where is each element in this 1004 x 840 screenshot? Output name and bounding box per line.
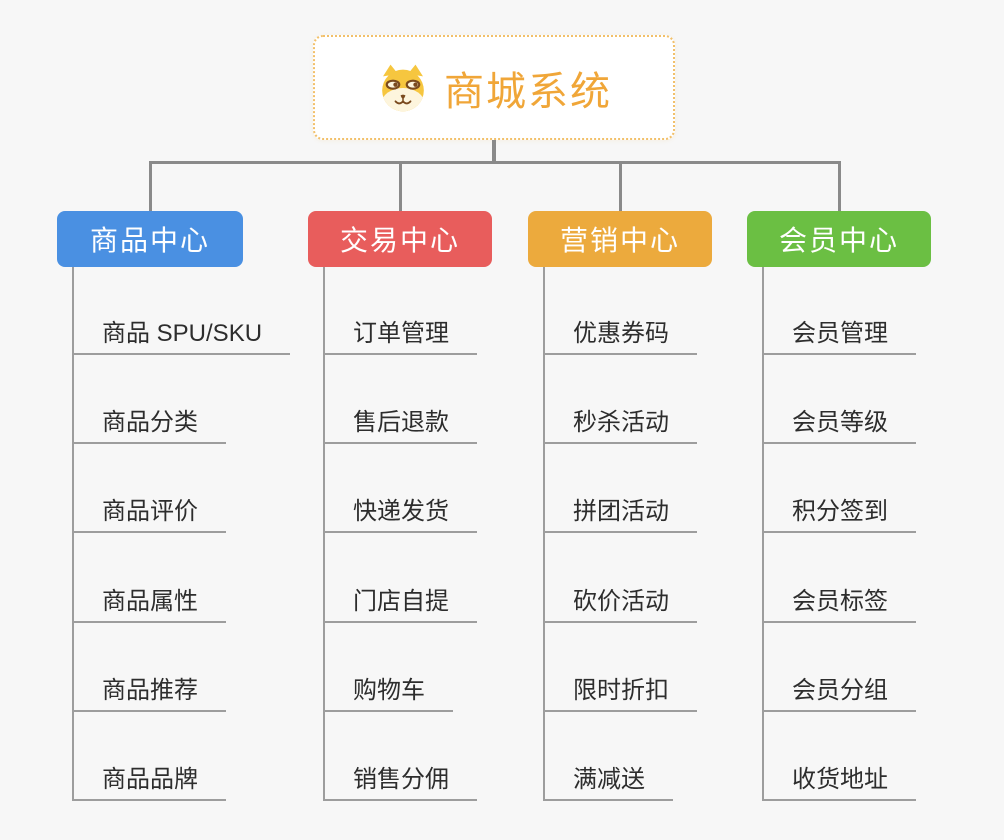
- leaf-node[interactable]: 购物车: [323, 677, 453, 712]
- connector-bus: [148, 161, 841, 164]
- connector-drop-2: [618, 164, 622, 211]
- leaf-node[interactable]: 商品品牌: [72, 767, 226, 801]
- connector-drop-1: [398, 164, 402, 211]
- branch-spine-3: [762, 267, 764, 801]
- leaf-node[interactable]: 砍价活动: [543, 588, 697, 623]
- leaf-node[interactable]: 限时折扣: [543, 677, 697, 712]
- leaf-node[interactable]: 快递发货: [323, 499, 477, 534]
- branch-spine-2: [543, 267, 545, 801]
- leaf-node[interactable]: 会员分组: [762, 677, 916, 712]
- leaf-node[interactable]: 会员标签: [762, 588, 916, 623]
- branch-node-0[interactable]: 商品中心: [57, 211, 243, 267]
- leaf-node[interactable]: 会员管理: [762, 321, 916, 355]
- root-node[interactable]: 商城系统: [313, 35, 675, 140]
- branch-spine-1: [323, 267, 325, 801]
- branch-node-2[interactable]: 营销中心: [528, 211, 712, 267]
- leaf-node[interactable]: 秒杀活动: [543, 410, 697, 445]
- leaf-node[interactable]: 门店自提: [323, 588, 477, 623]
- leaf-node[interactable]: 拼团活动: [543, 499, 697, 534]
- leaf-node[interactable]: 商品推荐: [72, 677, 226, 712]
- leaf-node[interactable]: 商品 SPU/SKU: [72, 321, 291, 355]
- leaf-node[interactable]: 商品分类: [72, 410, 226, 445]
- shiba-dog-icon: [382, 64, 424, 111]
- branch-node-1[interactable]: 交易中心: [308, 211, 492, 267]
- branch-node-3[interactable]: 会员中心: [747, 211, 931, 267]
- leaf-node[interactable]: 积分签到: [762, 499, 916, 534]
- connector-root-stem: [492, 140, 496, 164]
- leaf-node[interactable]: 售后退款: [323, 410, 477, 445]
- leaf-node[interactable]: 商品评价: [72, 499, 226, 534]
- branch-spine-0: [72, 267, 74, 801]
- leaf-node[interactable]: 优惠券码: [543, 321, 697, 355]
- root-title: 商城系统: [444, 69, 612, 114]
- leaf-node[interactable]: 销售分佣: [323, 767, 477, 801]
- connector-drop-3: [837, 164, 841, 211]
- leaf-node[interactable]: 会员等级: [762, 410, 916, 445]
- leaf-node[interactable]: 收货地址: [762, 767, 916, 801]
- connector-drop-0: [148, 164, 152, 211]
- leaf-node[interactable]: 订单管理: [323, 321, 477, 355]
- leaf-node[interactable]: 满减送: [543, 767, 673, 801]
- leaf-node[interactable]: 商品属性: [72, 588, 226, 623]
